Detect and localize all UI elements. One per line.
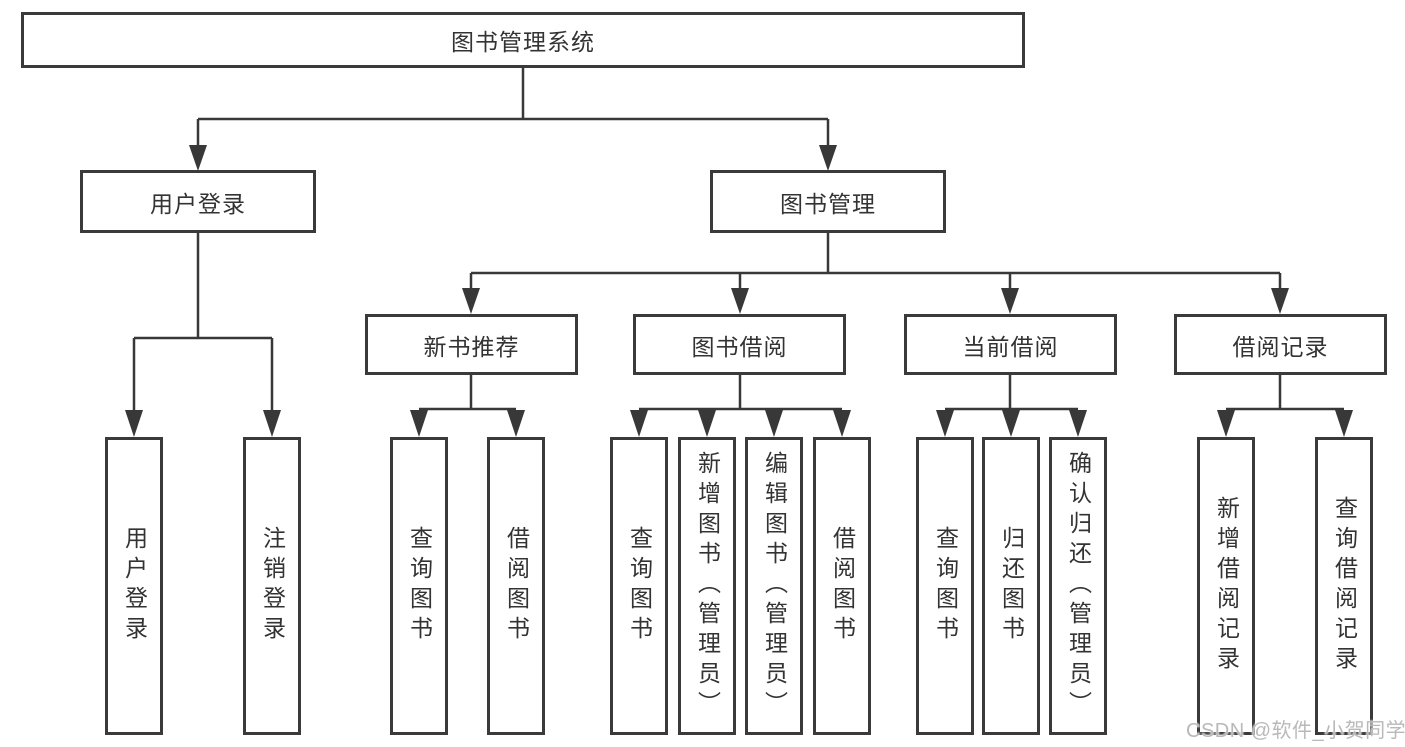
leaf-query-books-borrowing: 查询图书 bbox=[610, 437, 668, 735]
leaf-query-borrow-record: 查询借阅记录 bbox=[1315, 437, 1373, 735]
node-user-login-group: 用户登录 bbox=[80, 170, 316, 233]
leaf-logout: 注销登录 bbox=[243, 437, 301, 735]
node-borrowing-records: 借阅记录 bbox=[1174, 314, 1387, 375]
leaf-add-borrow-record: 新增借阅记录 bbox=[1197, 437, 1255, 735]
node-book-management: 图书管理 bbox=[710, 170, 946, 233]
leaf-confirm-return-admin: 确认归还（管理员） bbox=[1049, 437, 1107, 735]
leaf-query-books-recommend: 查询图书 bbox=[390, 437, 448, 735]
leaf-edit-book-admin: 编辑图书（管理员） bbox=[745, 437, 803, 735]
leaf-borrow-books-recommend: 借阅图书 bbox=[487, 437, 545, 735]
leaf-query-books-current: 查询图书 bbox=[916, 437, 974, 735]
node-library-system: 图书管理系统 bbox=[21, 12, 1025, 68]
node-current-borrowing: 当前借阅 bbox=[904, 314, 1117, 375]
csdn-watermark: CSDN @软件_小贺同学 bbox=[1186, 720, 1405, 742]
node-book-borrowing: 图书借阅 bbox=[633, 314, 846, 375]
leaf-user-login: 用户登录 bbox=[105, 437, 163, 735]
node-new-book-recommend: 新书推荐 bbox=[365, 314, 578, 375]
leaf-add-book-admin: 新增图书（管理员） bbox=[678, 437, 736, 735]
leaf-borrow-books: 借阅图书 bbox=[813, 437, 871, 735]
leaf-return-book: 归还图书 bbox=[982, 437, 1040, 735]
